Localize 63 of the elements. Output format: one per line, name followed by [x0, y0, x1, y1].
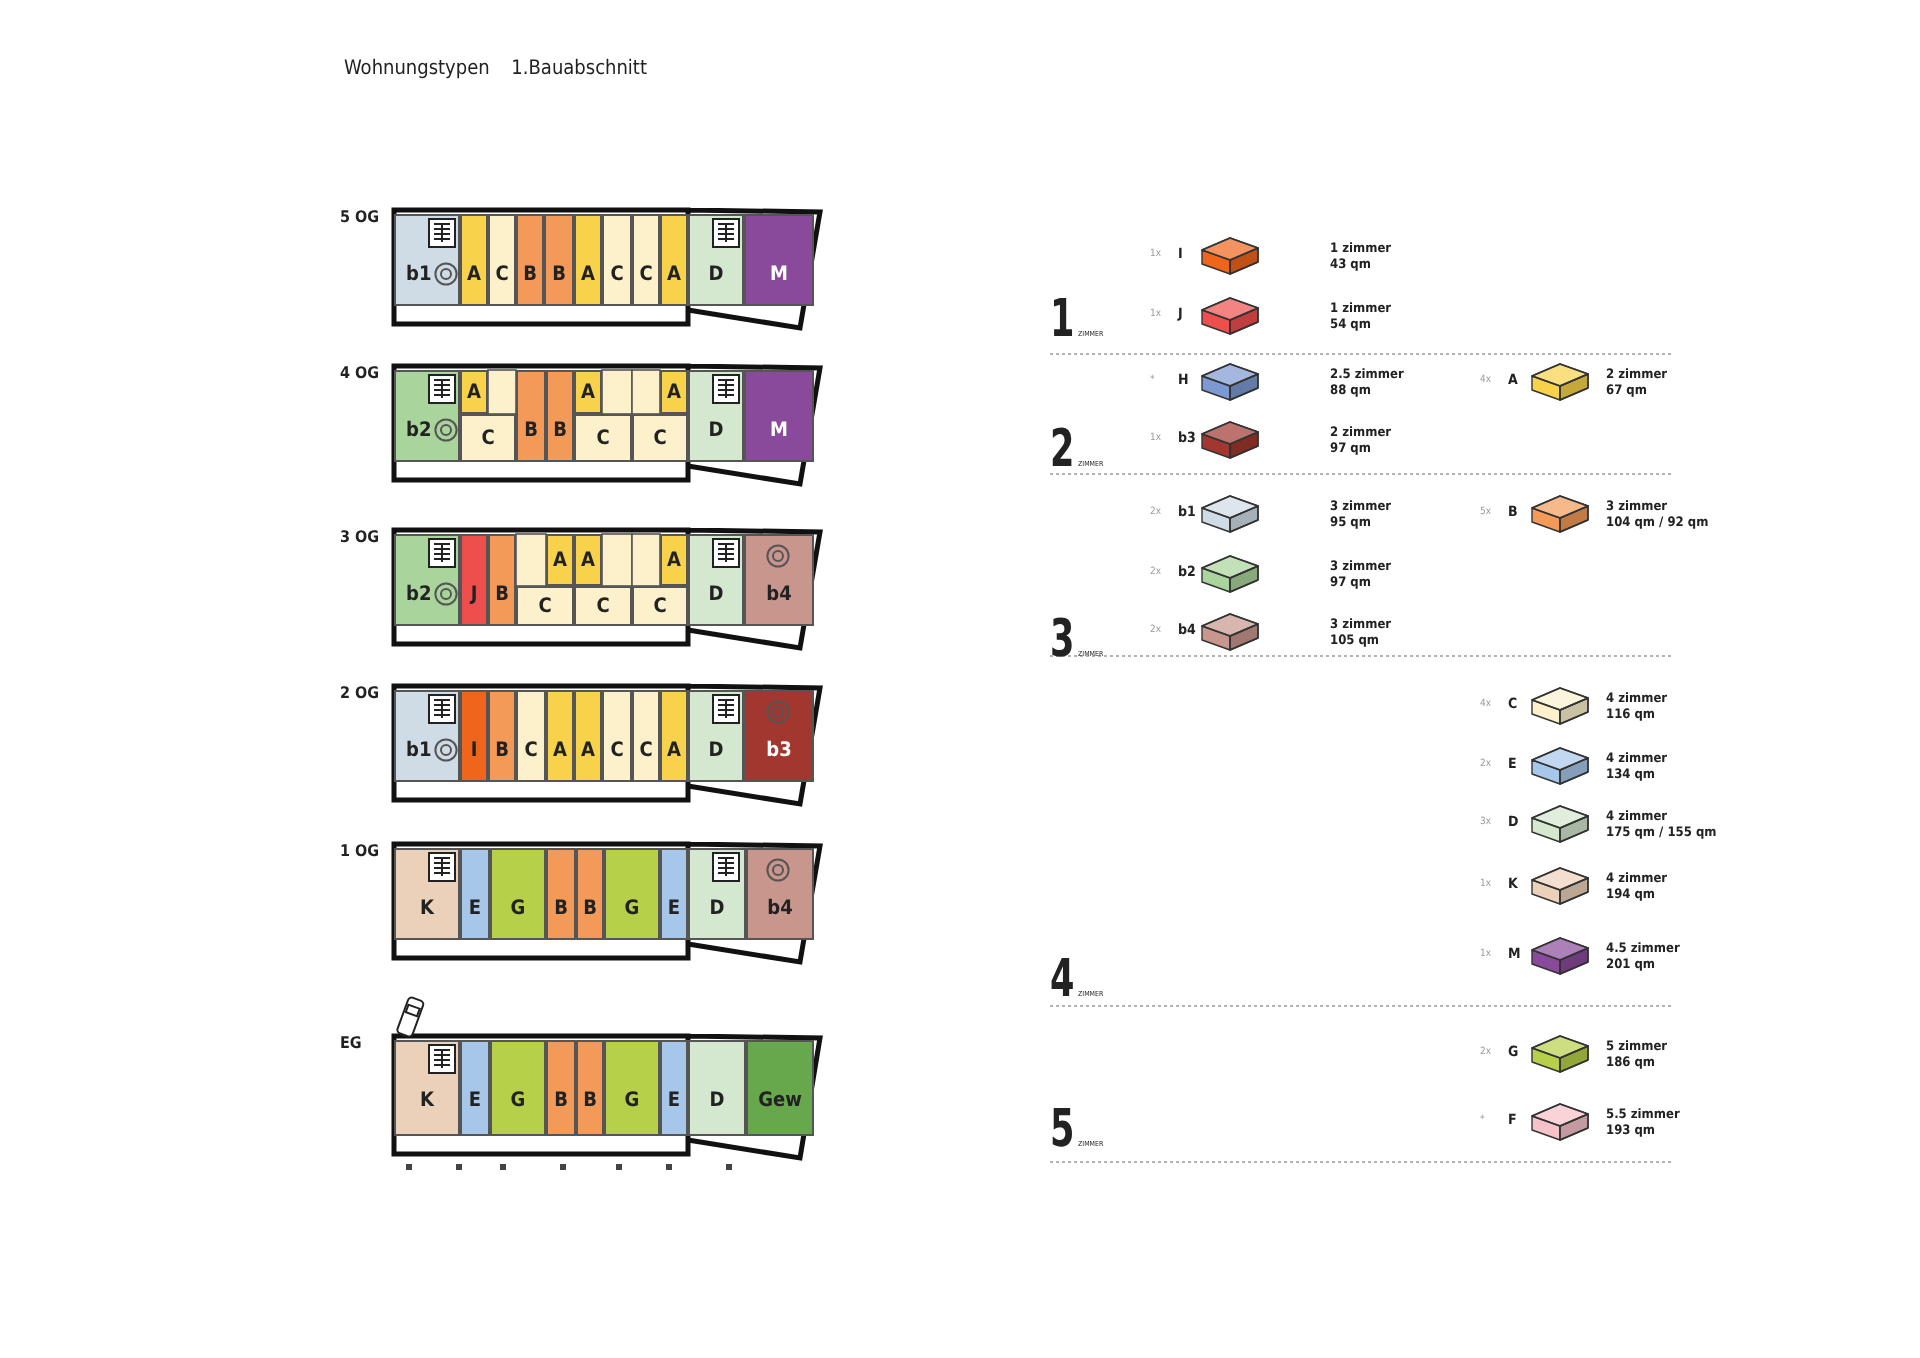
- apartment-unit: G: [490, 1040, 546, 1136]
- apartment-unit: b4: [744, 534, 814, 626]
- apartment-unit: B: [544, 214, 574, 306]
- apartment-unit: E: [660, 848, 688, 940]
- apartment-unit: A: [660, 690, 688, 782]
- floor-label: 5 OG: [340, 210, 380, 226]
- apartment-unit: J: [460, 534, 488, 626]
- apartment-unit: B: [576, 848, 604, 940]
- apartment-unit: C: [574, 586, 632, 626]
- apartment-unit: b4: [746, 848, 814, 940]
- apartment-unit: C: [488, 214, 516, 306]
- apartment-unit: M: [744, 370, 814, 462]
- apartment-unit: A: [546, 534, 574, 586]
- apartment-unit: G: [490, 848, 546, 940]
- apartment-unit: C: [574, 414, 632, 462]
- room-count-numeral: 3: [1050, 614, 1075, 666]
- apartment-unit: C: [632, 414, 688, 462]
- apartment-unit: C: [602, 690, 632, 782]
- apartment-unit: B: [546, 848, 576, 940]
- title: Wohnungstypen 1.Bauabschnitt: [344, 60, 647, 80]
- floor-label: EG: [340, 1036, 362, 1052]
- apartment-unit: C: [460, 414, 516, 462]
- apartment-unit: A: [460, 214, 488, 306]
- apartment-unit: E: [460, 1040, 490, 1136]
- apartment-unit: A: [574, 534, 602, 586]
- apartment-unit: G: [604, 848, 660, 940]
- apartment-unit: C: [632, 586, 688, 626]
- apartment-unit: B: [488, 534, 516, 626]
- apartment-unit: A: [660, 534, 688, 586]
- apartment-unit: B: [488, 690, 516, 782]
- floor-label: 3 OG: [340, 530, 380, 546]
- room-count-numeral: 1: [1050, 294, 1075, 346]
- apartment-unit: C: [516, 690, 546, 782]
- apartment-unit: A: [660, 214, 688, 306]
- apartment-unit: C: [632, 214, 660, 306]
- floor-label: 4 OG: [340, 366, 380, 382]
- apartment-unit: A: [460, 370, 488, 414]
- apartment-unit: B: [516, 214, 544, 306]
- room-count-numeral: 5: [1050, 1104, 1075, 1156]
- apartment-unit: b3: [744, 690, 814, 782]
- apartment-unit: A: [546, 690, 574, 782]
- apartment-unit: C: [632, 690, 660, 782]
- apartment-unit: B: [516, 370, 546, 462]
- apartment-unit: E: [660, 1040, 688, 1136]
- room-count-numeral: 2: [1050, 424, 1075, 476]
- apartment-unit: B: [576, 1040, 604, 1136]
- apartment-unit: A: [574, 214, 602, 306]
- apartment-unit: Gew: [746, 1040, 814, 1136]
- apartment-unit: E: [460, 848, 490, 940]
- room-count-numeral: 4: [1050, 954, 1075, 1006]
- floor-label: 2 OG: [340, 686, 380, 702]
- apartment-unit: C: [602, 214, 632, 306]
- apartment-unit: A: [660, 370, 688, 414]
- apartment-unit: G: [604, 1040, 660, 1136]
- apartment-unit: D: [688, 1040, 746, 1136]
- apartment-unit: A: [574, 370, 602, 414]
- apartment-unit: C: [516, 586, 574, 626]
- apartment-unit: A: [574, 690, 602, 782]
- floor-label: 1 OG: [340, 844, 380, 860]
- apartment-unit: B: [546, 1040, 576, 1136]
- apartment-unit: M: [744, 214, 814, 306]
- apartment-unit: I: [460, 690, 488, 782]
- apartment-unit: B: [546, 370, 574, 462]
